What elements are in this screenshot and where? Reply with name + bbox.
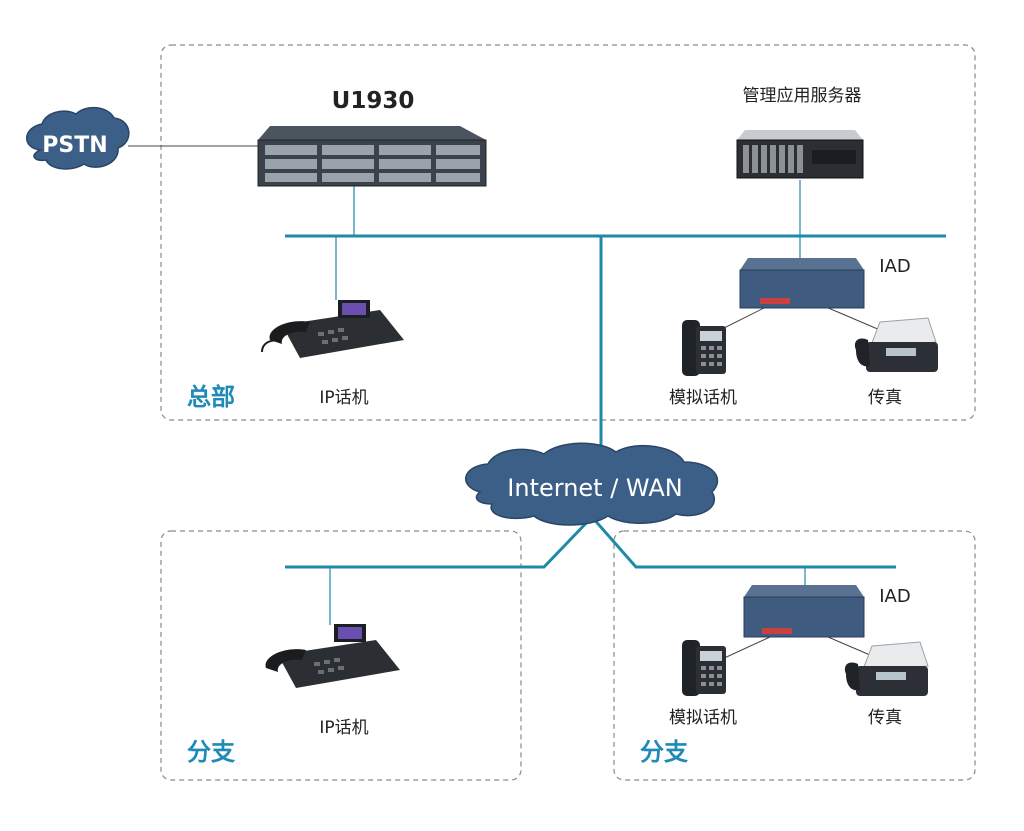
hq-iad-label: IAD	[879, 256, 910, 277]
management-server: 管理应用服务器	[736, 86, 864, 179]
link-internet-to-right-branch	[590, 516, 896, 569]
device-links	[128, 145, 881, 661]
internet-wan-label: Internet / WAN	[507, 474, 682, 502]
branch-right-iad-label: IAD	[879, 586, 910, 607]
link-right-iad-to-fax	[827, 636, 871, 656]
branch-right-fax-label: 传真	[868, 708, 902, 728]
hq-analog-phone: 模拟话机	[669, 320, 737, 408]
u1930-label: U1930	[332, 88, 415, 114]
hq-fax-label: 传真	[868, 388, 902, 408]
branch-right-iad-device: IAD	[743, 585, 911, 638]
internet-wan-cloud: Internet / WAN	[464, 442, 719, 526]
branch-right-analog-phone: 模拟话机	[669, 640, 737, 728]
pstn-cloud: PSTN	[26, 106, 130, 170]
hq-site-boundary	[160, 44, 976, 421]
hq-ip-phone: IP话机	[261, 300, 404, 408]
hq-site-label: 总部	[187, 383, 235, 411]
network-links	[285, 180, 946, 625]
u1930-device: U1930	[257, 88, 487, 187]
branch-left-site-boundary	[160, 530, 522, 781]
branch-right-fax: 传真	[844, 641, 929, 728]
branch-left-ip-phone: IP话机	[265, 624, 400, 738]
hq-iad-device: IAD	[739, 256, 911, 309]
branch-left-site-label: 分支	[187, 738, 236, 766]
hq-analog-phone-label: 模拟话机	[669, 388, 737, 408]
link-internet-to-left-branch	[285, 515, 594, 569]
branch-right-site-label: 分支	[640, 738, 689, 766]
branch-right-analog-phone-label: 模拟话机	[669, 708, 737, 728]
hq-ip-phone-label: IP话机	[319, 388, 368, 408]
pstn-label: PSTN	[42, 133, 107, 158]
management-server-label: 管理应用服务器	[743, 86, 862, 106]
branch-left-ip-phone-label: IP话机	[319, 718, 368, 738]
link-right-iad-to-analog-phone	[719, 636, 771, 661]
branch-right-site-boundary	[613, 530, 976, 781]
link-hq-iad-to-fax	[825, 306, 881, 331]
hq-fax: 传真	[854, 317, 938, 408]
